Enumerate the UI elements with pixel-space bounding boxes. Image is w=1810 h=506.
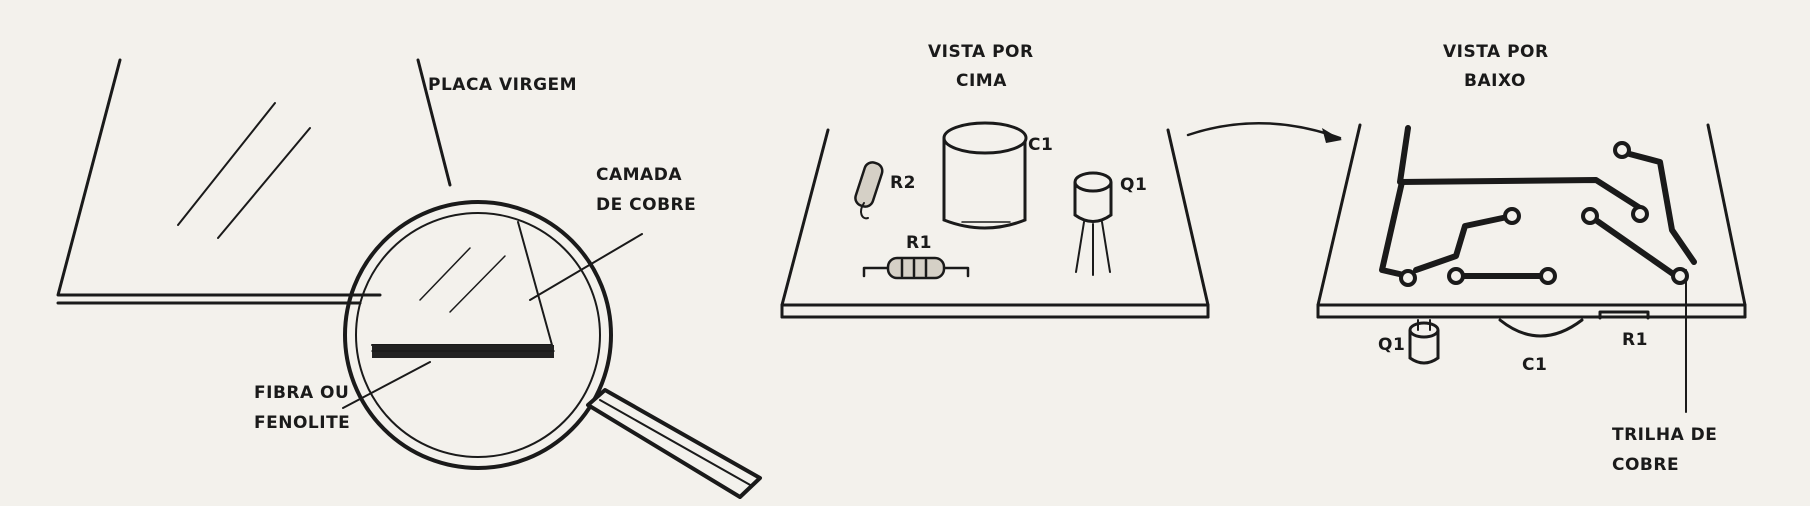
resistor-r1-top bbox=[862, 256, 970, 280]
left-leaders bbox=[342, 233, 643, 409]
label-camada-line2: DE COBRE bbox=[596, 195, 696, 215]
capacitor-c1-top bbox=[942, 121, 1028, 230]
label-r2-top: R2 bbox=[890, 173, 916, 193]
label-trilha-line1: TRILHA DE bbox=[1612, 425, 1717, 445]
top-view-board bbox=[780, 128, 1210, 319]
magnifying-glass bbox=[343, 200, 762, 499]
flip-arrow bbox=[1186, 121, 1342, 140]
label-camada-line1: CAMADA bbox=[596, 165, 682, 185]
label-vista-cima-line2: CIMA bbox=[956, 71, 1007, 91]
label-q1-top: Q1 bbox=[1120, 175, 1147, 195]
label-r1-bottom: R1 bbox=[1622, 330, 1648, 350]
label-r1-top: R1 bbox=[906, 233, 932, 253]
components-below-board bbox=[1408, 310, 1650, 365]
label-vista-baixo-line2: BAIXO bbox=[1464, 71, 1526, 91]
label-fibra-line2: FENOLITE bbox=[254, 413, 350, 433]
bottom-view-board bbox=[1316, 123, 1747, 319]
transistor-q1-top bbox=[1073, 171, 1113, 276]
label-q1-bottom: Q1 bbox=[1378, 335, 1405, 355]
resistor-r2-top bbox=[854, 161, 884, 220]
label-c1-top: C1 bbox=[1028, 135, 1053, 155]
placa-virgem-board bbox=[56, 58, 452, 305]
label-vista-baixo-line1: VISTA POR bbox=[1443, 42, 1549, 62]
label-trilha-line2: COBRE bbox=[1612, 455, 1679, 475]
copper-traces bbox=[1379, 125, 1697, 287]
label-fibra-line1: FIBRA OU bbox=[254, 383, 349, 403]
flip-arrow-head bbox=[1322, 128, 1342, 143]
label-placa-virgem: PLACA VIRGEM bbox=[428, 75, 577, 95]
label-c1-bottom: C1 bbox=[1522, 355, 1547, 375]
label-vista-cima-line1: VISTA POR bbox=[928, 42, 1034, 62]
